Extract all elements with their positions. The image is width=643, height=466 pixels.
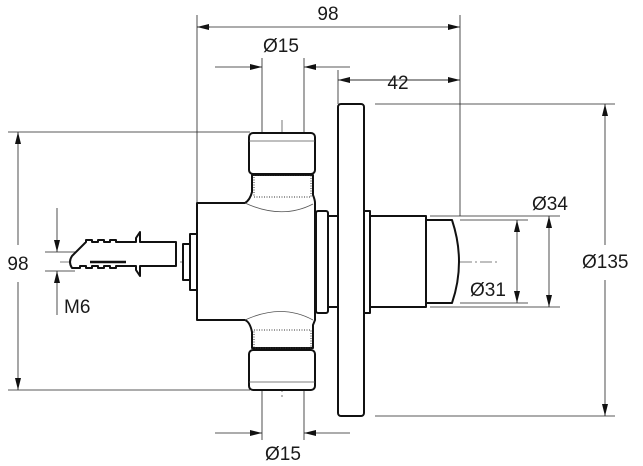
dim-anchor-thread: M6 bbox=[64, 297, 90, 318]
dim-cap-diameter: Ø31 bbox=[470, 280, 506, 301]
flange-collar bbox=[315, 210, 339, 314]
wall-flange bbox=[337, 103, 365, 417]
dim-outlet-diameter: Ø15 bbox=[265, 444, 301, 465]
dim-flange-to-end: 42 bbox=[387, 73, 408, 94]
dim-inlet-diameter: Ø15 bbox=[263, 36, 299, 57]
dimension-lines bbox=[15, 24, 608, 436]
dim-button-diameter: Ø34 bbox=[532, 194, 568, 215]
dim-overall-height: 98 bbox=[7, 254, 28, 275]
extension-lines bbox=[8, 15, 615, 440]
push-button bbox=[363, 210, 460, 314]
dim-flange-diameter: Ø135 bbox=[582, 252, 628, 273]
bottom-nut bbox=[248, 349, 316, 391]
top-nut bbox=[248, 132, 316, 175]
wall-anchor bbox=[69, 231, 198, 291]
valve-body bbox=[196, 174, 316, 349]
dim-overall-length: 98 bbox=[317, 4, 338, 25]
